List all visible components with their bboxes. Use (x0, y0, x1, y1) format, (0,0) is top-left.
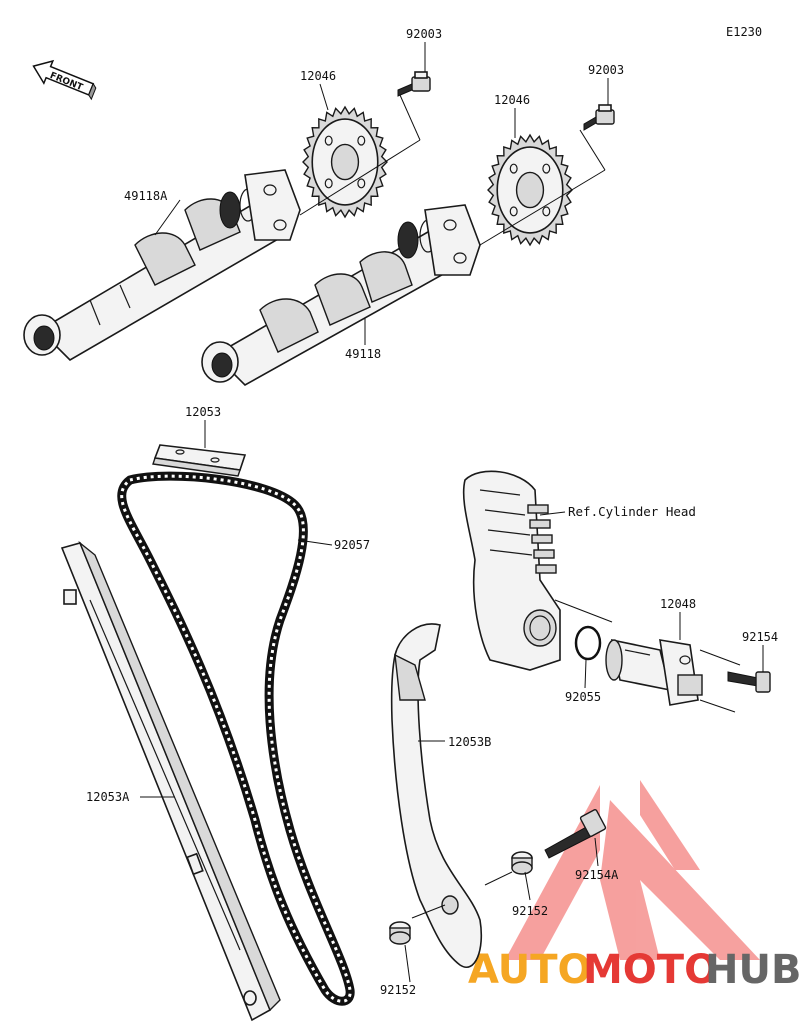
chain-guide-12053b (390, 623, 483, 968)
sprocket-hole (357, 135, 366, 146)
label-92055: 92055 (565, 690, 601, 704)
label-12046-upper: 12046 (300, 69, 336, 83)
label-92003-upper: 92003 (406, 27, 442, 41)
collar-92152-left (389, 921, 411, 945)
watermark-triangle-center (640, 780, 700, 870)
label-ref-cylinder-head: Ref.Cylinder Head (568, 504, 696, 519)
label-92154a: 92154A (575, 868, 619, 882)
bolt-92154 (727, 671, 771, 693)
watermark-triangle-left (505, 785, 600, 960)
camshaft-49118a (23, 169, 301, 362)
front-arrow-icon: FRONT (32, 59, 97, 101)
collar-92152-right (511, 851, 533, 875)
label-12053: 12053 (185, 405, 221, 419)
label-12048: 12048 (660, 597, 696, 611)
chain-tensioner-12048 (605, 638, 703, 706)
oring-92055 (574, 625, 602, 661)
sprocket-hub (515, 171, 545, 209)
leader-lines (140, 42, 764, 983)
label-49118: 49118 (345, 347, 381, 361)
label-12053b: 12053B (448, 735, 491, 749)
watermark-auto: AUTO (468, 947, 592, 993)
bolt-92154a (544, 809, 607, 859)
bolt-92003-lower (583, 104, 615, 131)
bolt-92003-upper (397, 71, 431, 97)
sprocket-hole (324, 178, 333, 189)
chain-guide-12053a (60, 540, 281, 1022)
label-92057: 92057 (334, 538, 370, 552)
label-92154: 92154 (742, 630, 778, 644)
sprocket-hole (509, 206, 518, 217)
label-49118a: 49118A (124, 189, 168, 203)
camshaft-49118 (201, 204, 481, 386)
label-12053a: 12053A (86, 790, 130, 804)
label-12046-lower: 12046 (494, 93, 530, 107)
diagram-code: E1230 (726, 25, 762, 39)
watermark-hub: HUB (705, 947, 800, 993)
label-92152-left: 92152 (380, 983, 416, 997)
cylinder-head-ref (462, 470, 561, 671)
sprocket-hole (324, 135, 333, 146)
label-92152-right: 92152 (512, 904, 548, 918)
label-92003-lower: 92003 (588, 63, 624, 77)
sprocket-hub (330, 143, 360, 181)
sprocket-hole (357, 178, 366, 189)
watermark-moto: MOTO (583, 947, 718, 993)
chain-guide-12053 (152, 444, 247, 477)
timing-chain-92057 (117, 471, 355, 1006)
cam-sprocket-1 (302, 105, 388, 219)
watermark-triangle-right (600, 800, 760, 960)
cam-sprocket-2 (487, 133, 573, 247)
sprocket-hole (542, 163, 551, 174)
watermark-logo (505, 780, 760, 960)
sprocket-hole (509, 163, 518, 174)
sprocket-hole (542, 206, 551, 217)
